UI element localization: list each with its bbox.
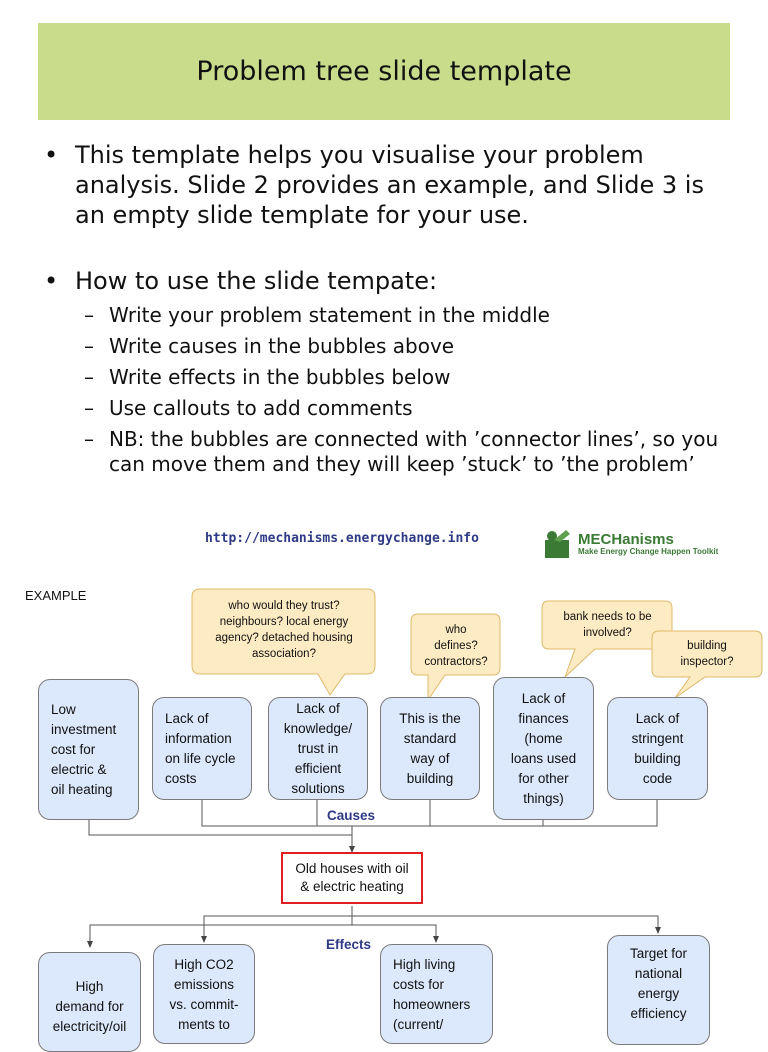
cause-bubble: This is the standard way of building xyxy=(380,697,480,800)
connector-line xyxy=(87,906,353,948)
page-title: Problem tree slide template xyxy=(196,56,572,87)
bullet-intro-text: This template helps you visualise your p… xyxy=(75,141,704,229)
step-item: –Write your problem statement in the mid… xyxy=(84,303,550,327)
logo-name: MECHanisms xyxy=(578,531,674,548)
callout-bubble xyxy=(191,588,376,696)
problem-statement: Old houses with oil & electric heating xyxy=(281,852,423,904)
step-text: Write effects in the bubbles below xyxy=(109,365,451,389)
connector-line xyxy=(201,915,352,943)
callout-bank: bank needs to be involved? xyxy=(563,611,652,639)
causes-label: Causes xyxy=(327,808,376,823)
effects-label: Effects xyxy=(326,937,372,952)
example-label: EXAMPLE xyxy=(25,588,87,603)
step-list: –Write your problem statement in the mid… xyxy=(84,303,734,483)
logo-icon xyxy=(545,530,570,558)
effect-bubble: Target for national energy efficiency xyxy=(607,935,710,1045)
callout-bubble xyxy=(541,600,673,678)
logo-tagline: Make Energy Change Happen Toolkit xyxy=(578,547,719,556)
callout-bubble xyxy=(651,630,763,699)
bullet-dot: • xyxy=(44,267,59,295)
cause-bubble: Low investment cost for electric & oil h… xyxy=(38,679,139,820)
step-text: Write causes in the bubbles above xyxy=(109,334,455,358)
cause-bubble: Lack of stringent building code xyxy=(607,697,708,800)
step-text: NB: the bubbles are connected with ’conn… xyxy=(109,427,719,476)
cause-bubble: Lack of information on life cycle costs xyxy=(152,697,252,800)
cause-bubble: Lack of finances (home loans used for ot… xyxy=(493,677,594,820)
effect-bubble: High living costs for homeowners (curren… xyxy=(380,944,493,1044)
bullet-howto-text: How to use the slide tempate: xyxy=(75,267,438,295)
step-text: Write your problem statement in the midd… xyxy=(109,303,550,327)
step-item: –Write effects in the bubbles below xyxy=(84,365,451,389)
effect-bubble: High demand for electricity/oil xyxy=(38,952,141,1052)
step-item: –NB: the bubbles are connected with ’con… xyxy=(84,427,719,476)
step-text: Use callouts to add comments xyxy=(109,396,413,420)
problem-tree-connectors xyxy=(87,588,763,948)
connector-line xyxy=(352,915,661,934)
callout-bubble xyxy=(410,613,501,702)
title-bar: Problem tree slide template xyxy=(38,23,730,120)
bullet-dot: • xyxy=(44,141,59,169)
callout-defines: who defines? contractors? xyxy=(424,624,488,668)
mechanisms-logo: MECHanisms Make Energy Change Happen Too… xyxy=(544,528,744,560)
footer-url[interactable]: http://mechanisms.energychange.info xyxy=(205,531,479,546)
effect-bubble: High CO2 emissions vs. commit- ments to xyxy=(153,944,255,1044)
connector-line xyxy=(88,820,355,853)
callout-inspector: building inspector? xyxy=(680,640,734,668)
step-item: –Write causes in the bubbles above xyxy=(84,334,455,358)
step-item: –Use callouts to add comments xyxy=(84,396,413,420)
cause-bubble: Lack of knowledge/ trust in efficient so… xyxy=(268,697,368,800)
callout-trust: who would they trust? neighbours? local … xyxy=(215,600,353,660)
connector-line xyxy=(352,924,439,943)
